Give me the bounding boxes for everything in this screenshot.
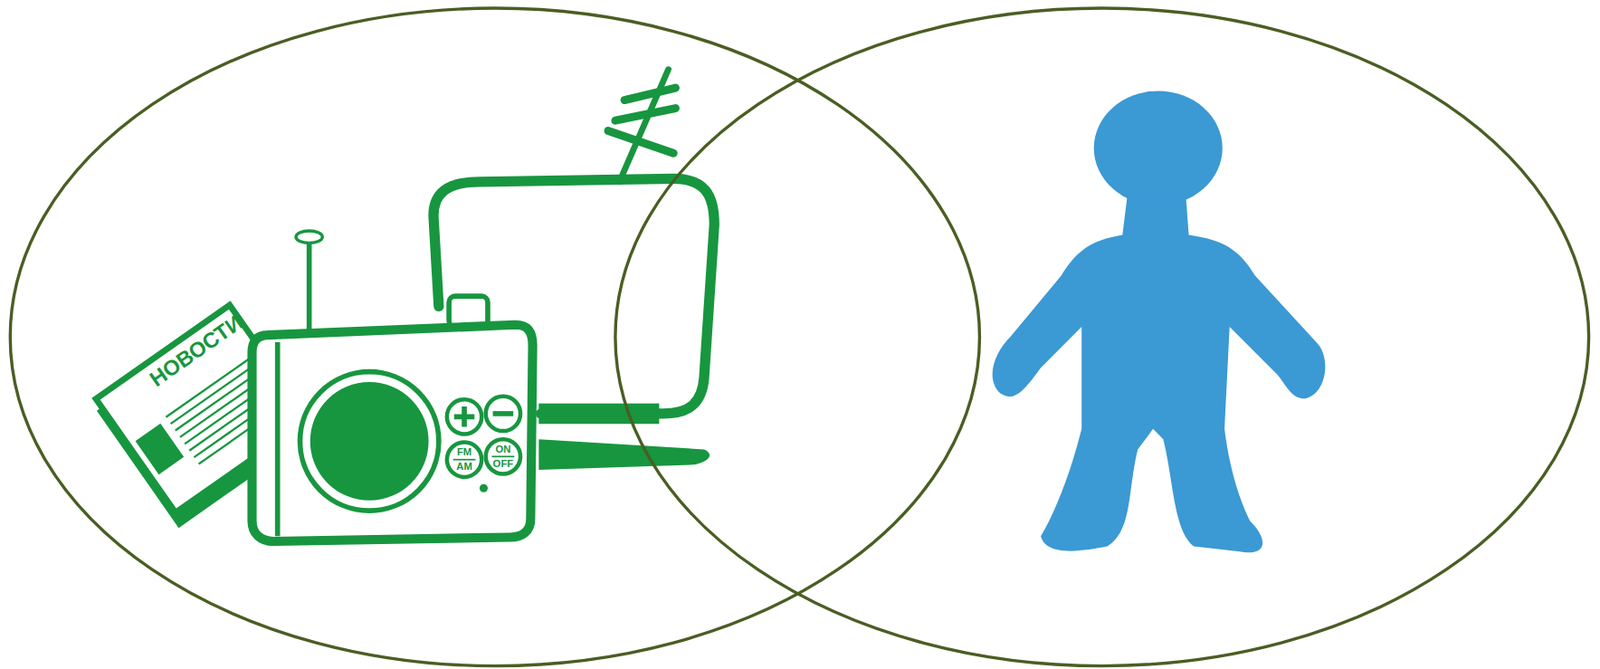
radio bbox=[252, 230, 534, 542]
tv-set bbox=[433, 69, 715, 470]
band-label: AM bbox=[456, 461, 473, 472]
power-label: ON bbox=[495, 444, 511, 455]
cloth-doll bbox=[992, 90, 1326, 553]
band-label: FM bbox=[457, 447, 472, 458]
venn-circles bbox=[9, 8, 1589, 667]
power-label: OFF bbox=[493, 458, 515, 469]
